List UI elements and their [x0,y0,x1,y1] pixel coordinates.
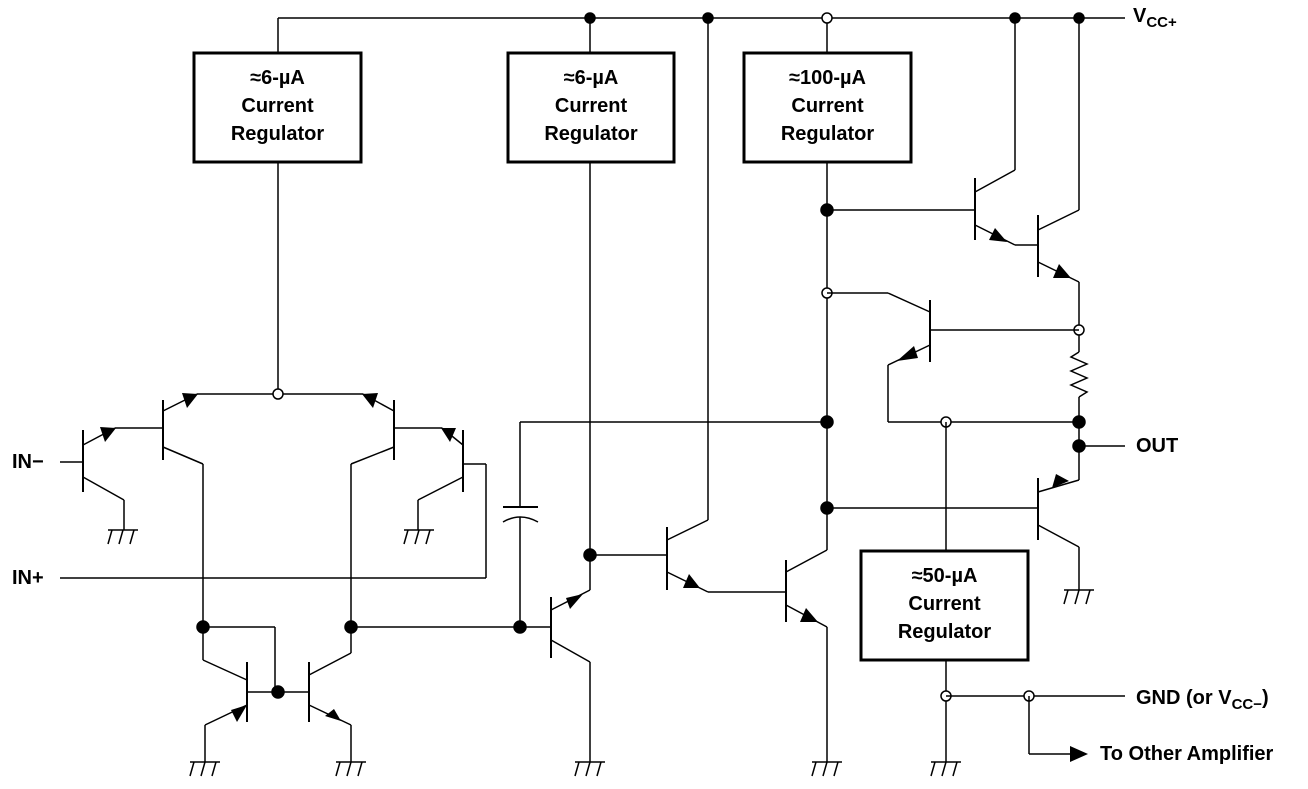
regulator-line1: Current [554,95,628,117]
gnd-main: GND (or V [1136,687,1232,709]
regulator-line1: Current [241,95,314,117]
regulator-box-3 [742,51,913,164]
gnd-rail [930,660,1125,777]
regulator-line2: Regulator [230,123,325,145]
regulator-line2: Regulator [897,621,992,643]
in-minus-label: IN− [12,451,44,473]
regulator-box-2 [506,51,676,164]
vcc-rail [277,12,1125,53]
regulator-label-2: ≈6-µA Current Regulator [508,64,674,148]
regulator-label-3: ≈100-µA Current Regulator [744,64,911,148]
regulator-line2: Regulator [544,123,638,145]
vcc-subscript: CC+ [1146,14,1177,31]
current-mirror [189,620,520,777]
regulator-current: ≈50-µA [911,565,978,587]
regulator-line1: Current [791,95,864,117]
vcc-main: V [1133,5,1147,27]
gnd-label: GND (or VCC−) [1136,687,1269,712]
out-label: OUT [1136,435,1179,457]
vcc-label: VCC+ [1133,5,1177,30]
output-stage [820,18,1125,605]
arrow-right-icon [1070,746,1088,762]
regulator-line2: Regulator [780,123,875,145]
regulator-box-1 [192,51,363,164]
regulator-current: ≈100-µA [789,67,866,89]
regulator-current: ≈6-µA [563,67,619,89]
input-stage [60,162,487,627]
other-amplifier-label: To Other Amplifier [1100,743,1274,765]
regulator-label-1: ≈6-µA Current Regulator [194,64,361,148]
regulator-label-4: ≈50-µA Current Regulator [861,562,1028,646]
in-plus-label: IN+ [12,567,44,589]
regulator-box-4 [859,549,1030,662]
regulator-line1: Current [908,593,981,615]
gnd-close: ) [1262,687,1269,709]
gain-stage [502,18,842,777]
regulator-current: ≈6-µA [250,67,305,89]
gnd-subscript: CC− [1231,696,1262,713]
